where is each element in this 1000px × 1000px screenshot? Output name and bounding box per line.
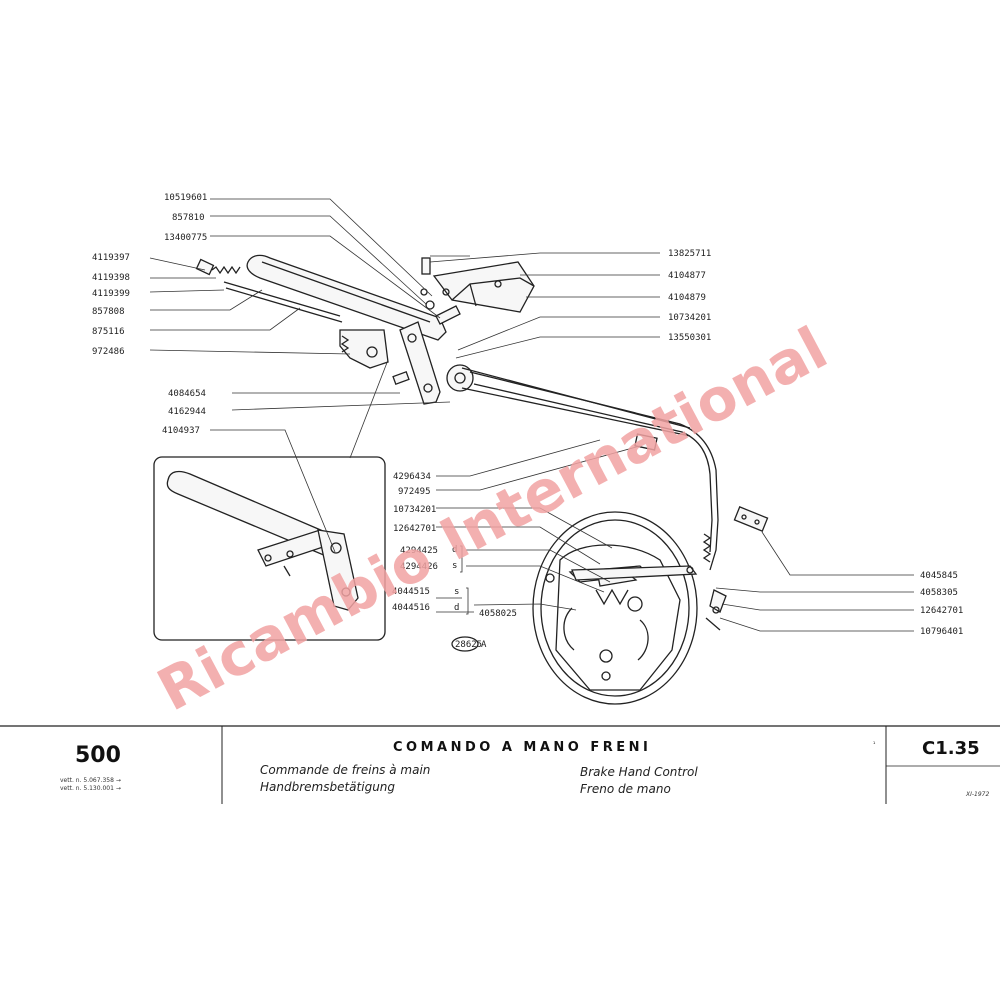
part-number: 4119397 [92, 253, 130, 263]
part-number: 13400775 [164, 233, 207, 243]
title-french: Commande de freins à main [260, 763, 430, 777]
drawing-ref-suffix: A [481, 640, 487, 650]
leader-lines [149, 198, 914, 632]
part-number: 10796401 [920, 627, 963, 637]
part-number: 4084654 [168, 389, 206, 399]
footnote-mark: ¹ [873, 741, 876, 748]
part-number: 972486 [92, 347, 125, 357]
side-marker: s [454, 587, 459, 597]
part-number: 4044516 [392, 603, 430, 613]
serial-from: vett. n. 5.067.358 → [60, 777, 121, 784]
part-number: 4058305 [920, 588, 958, 598]
part-number: 4296434 [393, 472, 431, 482]
part-number: 4162944 [168, 407, 206, 417]
side-marker: d [452, 545, 457, 555]
part-numbers-right: 13825711 4104877 4104879 10734201 135503… [668, 249, 963, 637]
title-english: Brake Hand Control [580, 765, 698, 779]
part-number: 13550301 [668, 333, 711, 343]
part-numbers-left: 10519601 857810 13400775 4119397 4119398… [92, 193, 517, 652]
part-number: 972495 [398, 487, 431, 497]
part-number: 4104937 [162, 426, 200, 436]
part-number: 4045845 [920, 571, 958, 581]
part-number: 4119398 [92, 273, 130, 283]
part-number: 10734201 [668, 313, 711, 323]
inset-detail-box [153, 456, 386, 641]
part-number: 4104877 [668, 271, 706, 281]
part-number: 10519601 [164, 193, 207, 203]
part-number: 857808 [92, 307, 125, 317]
drawing-ref: 28625 [455, 640, 482, 650]
revision-date: XI-1972 [965, 791, 989, 798]
title-block: 500 vett. n. 5.067.358 → vett. n. 5.130.… [0, 725, 1000, 804]
page-title: COMANDO A MANO FRENI [393, 740, 651, 755]
title-spanish: Freno de mano [580, 782, 671, 796]
part-number: 857810 [172, 213, 205, 223]
part-number: 4044515 [392, 587, 430, 597]
part-number: 4294426 [400, 562, 438, 572]
title-german: Handbremsbetätigung [260, 780, 395, 794]
part-number: 12642701 [920, 606, 963, 616]
part-number: 12642701 [393, 524, 436, 534]
drawing-ref-oval [451, 636, 479, 652]
part-number: 4294425 [400, 546, 438, 556]
part-number: 875116 [92, 327, 125, 337]
handbrake-lever-drawing [195, 254, 535, 405]
part-number: 10734201 [393, 505, 436, 515]
brake-drum-drawing [532, 511, 727, 705]
part-number: 4104879 [668, 293, 706, 303]
serial-to: vett. n. 5.130.001 → [60, 785, 121, 792]
part-number: 4119399 [92, 289, 130, 299]
model-number: 500 [75, 743, 121, 768]
page-code: C1.35 [922, 738, 980, 759]
brake-cable-drawing [461, 367, 769, 571]
part-number: 4058025 [479, 609, 517, 619]
side-marker: d [454, 603, 459, 613]
side-marker: s [452, 561, 457, 571]
part-number: 13825711 [668, 249, 711, 259]
